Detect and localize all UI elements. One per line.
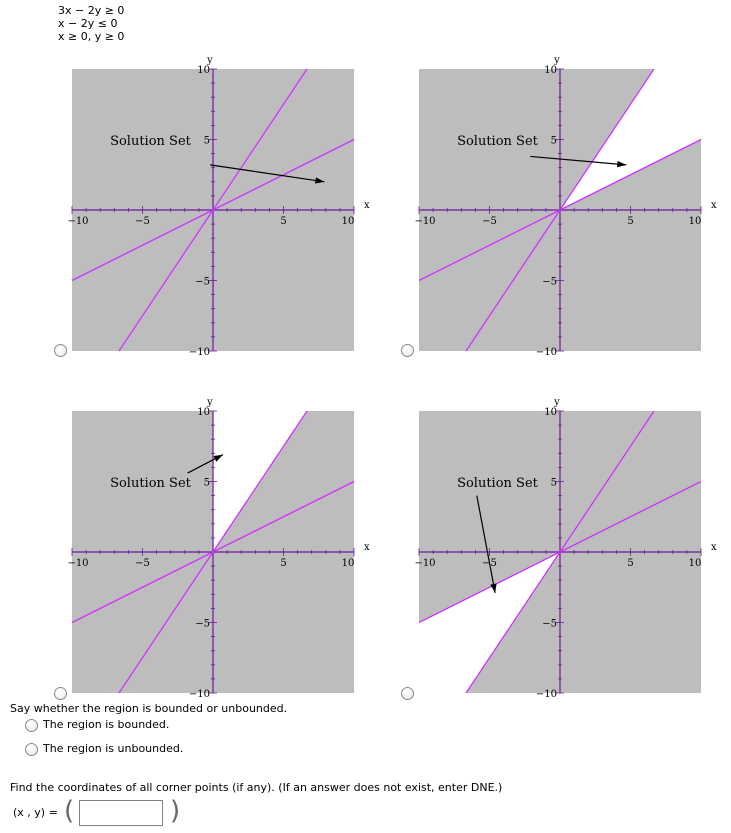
tick-label-x10: 10: [342, 216, 355, 227]
tick-label-y5: 5: [204, 136, 210, 147]
boundary-line-x-2y: [418, 480, 702, 624]
x-axis-label: x: [364, 542, 370, 553]
corner-points-input[interactable]: [79, 800, 163, 826]
x-axis-label: x: [364, 200, 370, 211]
solution-arrowhead: [490, 583, 497, 593]
solution-set-label: Solution Set: [457, 134, 539, 149]
tick-label-y10: 10: [544, 407, 557, 418]
solution-arrowhead: [315, 177, 325, 184]
tick-label-x10: 10: [342, 558, 355, 569]
unbounded-radio[interactable]: [25, 743, 38, 756]
tick-label-y5: 5: [551, 478, 557, 489]
tick-label-xn10: −10: [414, 558, 435, 569]
tick-label-x5: 5: [627, 216, 633, 227]
bounded-option-label: The region is bounded.: [43, 718, 170, 731]
close-paren: ): [170, 796, 181, 826]
tick-label-x5: 5: [280, 558, 286, 569]
tick-label-yn5: −5: [542, 619, 557, 630]
y-axis-label: y: [553, 397, 560, 408]
unshaded-region: [419, 552, 560, 693]
tick-label-x10: 10: [689, 216, 702, 227]
unbounded-option-label: The region is unbounded.: [43, 742, 184, 755]
tick-label-x10: 10: [689, 558, 702, 569]
solution-arrowhead: [617, 160, 627, 168]
tick-label-xn10: −10: [67, 558, 88, 569]
tick-label-yn5: −5: [195, 277, 210, 288]
unshaded-region: [560, 69, 701, 210]
tick-label-xn10: −10: [414, 216, 435, 227]
corner-answer-label: (x , y) =: [13, 806, 58, 819]
tick-label-yn10: −10: [536, 347, 557, 358]
x-axis-label: x: [711, 542, 717, 553]
tick-label-y10: 10: [197, 65, 210, 76]
tick-label-y5: 5: [204, 478, 210, 489]
solution-arrow: [476, 495, 496, 594]
tick-label-xn5: −5: [135, 558, 150, 569]
graph-b-radio[interactable]: [401, 344, 414, 357]
graph-c-radio[interactable]: [54, 687, 67, 700]
solution-set-label: Solution Set: [457, 476, 539, 491]
tick-label-yn10: −10: [536, 689, 557, 700]
solution-arrowhead: [213, 454, 223, 462]
graph-a-radio[interactable]: [54, 344, 67, 357]
open-paren: (: [64, 796, 75, 826]
boundary-line-x-2y: [71, 480, 355, 624]
bounded-radio[interactable]: [25, 719, 38, 732]
corner-question-prompt: Find the coordinates of all corner point…: [10, 781, 503, 794]
x-axis-label: x: [711, 200, 717, 211]
tick-label-xn10: −10: [67, 216, 88, 227]
tick-label-xn5: −5: [482, 216, 497, 227]
bounded-question-prompt: Say whether the region is bounded or unb…: [10, 702, 288, 715]
tick-label-x5: 5: [627, 558, 633, 569]
tick-label-y5: 5: [551, 136, 557, 147]
solution-set-label: Solution Set: [110, 476, 192, 491]
tick-label-yn5: −5: [195, 619, 210, 630]
graph-d-radio[interactable]: [401, 687, 414, 700]
y-axis-label: y: [553, 55, 560, 66]
tick-label-yn10: −10: [189, 347, 210, 358]
boundary-line-x-2y: [418, 138, 702, 282]
solution-arrow: [530, 155, 627, 166]
inequality-2: x − 2y ≤ 0: [58, 17, 118, 30]
inequality-1: 3x − 2y ≥ 0: [58, 4, 125, 17]
tick-label-y10: 10: [544, 65, 557, 76]
tick-label-yn10: −10: [189, 689, 210, 700]
tick-label-x5: 5: [280, 216, 286, 227]
solution-arrow: [210, 164, 325, 183]
solution-set-label: Solution Set: [110, 134, 192, 149]
tick-label-y10: 10: [197, 407, 210, 418]
boundary-line-x-2y: [71, 138, 355, 282]
tick-label-xn5: −5: [135, 216, 150, 227]
tick-label-yn5: −5: [542, 277, 557, 288]
y-axis-label: y: [206, 397, 213, 408]
y-axis-label: y: [206, 55, 213, 66]
inequality-3: x ≥ 0, y ≥ 0: [58, 30, 125, 43]
